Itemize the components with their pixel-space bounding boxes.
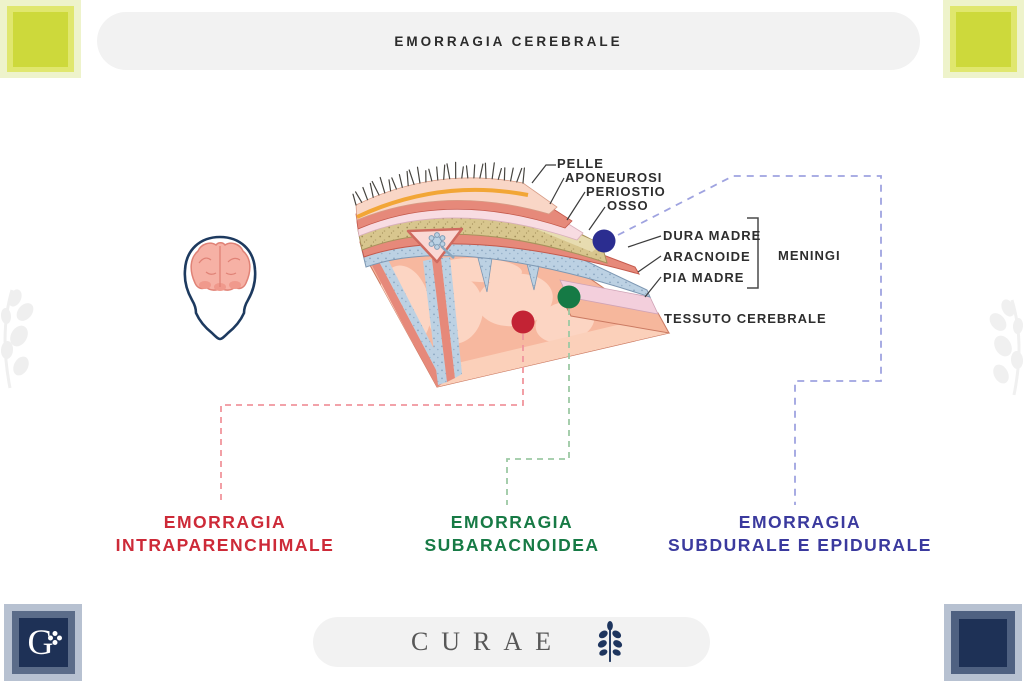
title-banner: EMORRAGIA CEREBRALE (97, 12, 920, 70)
label-dura-madre: DURA MADRE (663, 228, 762, 243)
meningi-bracket (747, 217, 759, 289)
sagittal-sinus (406, 227, 464, 264)
connector-intraparenchimale (220, 334, 524, 505)
label-aracnoide: ARACNOIDE (663, 249, 751, 264)
label-meningi: MENINGI (778, 248, 841, 263)
label-emorragia-subaracnoidea: EMORRAGIA SUBARACNOIDEA (424, 512, 600, 555)
fat-layer-strip (356, 187, 529, 219)
brand-name: CURAE (410, 627, 565, 656)
head-icon (183, 235, 257, 341)
curae-sprig-icon (597, 620, 623, 663)
intraparenchymal-marker (511, 310, 535, 334)
leaf-decoration-right (989, 299, 1024, 396)
corner-square-top-left (0, 0, 81, 78)
label-osso: OSSO (607, 198, 649, 213)
label-aponeurosi: APONEUROSI (565, 170, 663, 185)
page-title: EMORRAGIA CEREBRALE (394, 33, 623, 49)
label-emorragia-intraparenchimale: EMORRAGIA INTRAPARENCHIMALE (115, 512, 335, 555)
subdural-epidural-marker (592, 229, 616, 253)
label-pelle: PELLE (557, 156, 604, 171)
corner-square-bottom-right (944, 604, 1022, 681)
connector-subdurale-epidurale (617, 175, 882, 505)
corner-square-top-right (943, 0, 1024, 78)
label-leader-lines (531, 164, 662, 298)
label-periostio: PERIOSTIO (586, 184, 666, 199)
brand-logo-square: G (4, 604, 82, 681)
label-emorragia-subdurale-epidurale: EMORRAGIA SUBDURALE E EPIDURALE (668, 512, 932, 555)
subarachnoid-marker (557, 285, 581, 309)
quatrefoil-icon (47, 631, 62, 645)
leaf-decoration-left (0, 289, 34, 389)
hair-strands (352, 161, 526, 206)
logo-letter: G (27, 622, 54, 662)
brand-banner: CURAE (313, 617, 710, 667)
label-pia-madre: PIA MADRE (663, 270, 745, 285)
connector-subaracnoidea (506, 309, 570, 505)
label-tessuto-cerebrale: TESSUTO CEREBRALE (664, 311, 827, 326)
brain-icon (190, 242, 251, 291)
